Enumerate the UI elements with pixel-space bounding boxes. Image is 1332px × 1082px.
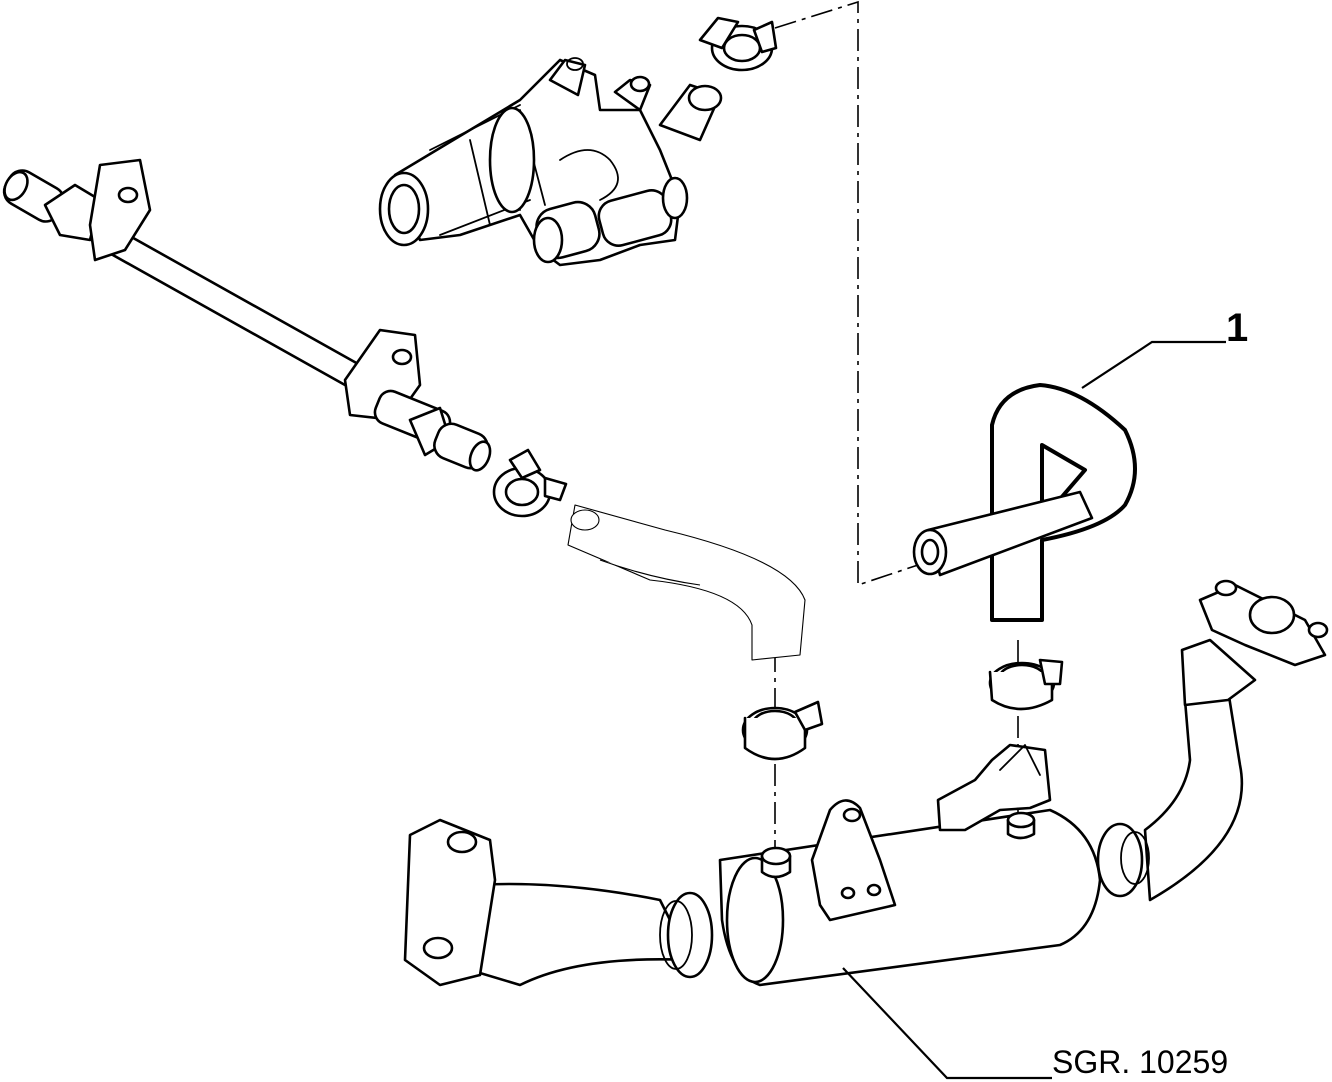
hose-clamp-left (492, 448, 568, 518)
coolant-pipe (2, 158, 492, 472)
thermostat-housing (378, 57, 723, 267)
assembly-guide-lines (774, 0, 1019, 865)
part-number-label: 1 (1226, 306, 1249, 350)
leader-lines (842, 340, 1226, 1080)
drawing-reference-label: SGR. 10259 (1052, 1044, 1229, 1080)
hose-clamp-center (741, 700, 824, 761)
hose-clamp-right (988, 658, 1064, 711)
hose-clamp-top (698, 16, 778, 72)
egr-cooler-assembly (403, 579, 1329, 987)
coolant-hose-part-1 (912, 383, 1137, 622)
alternative-hose-outline (567, 504, 806, 661)
